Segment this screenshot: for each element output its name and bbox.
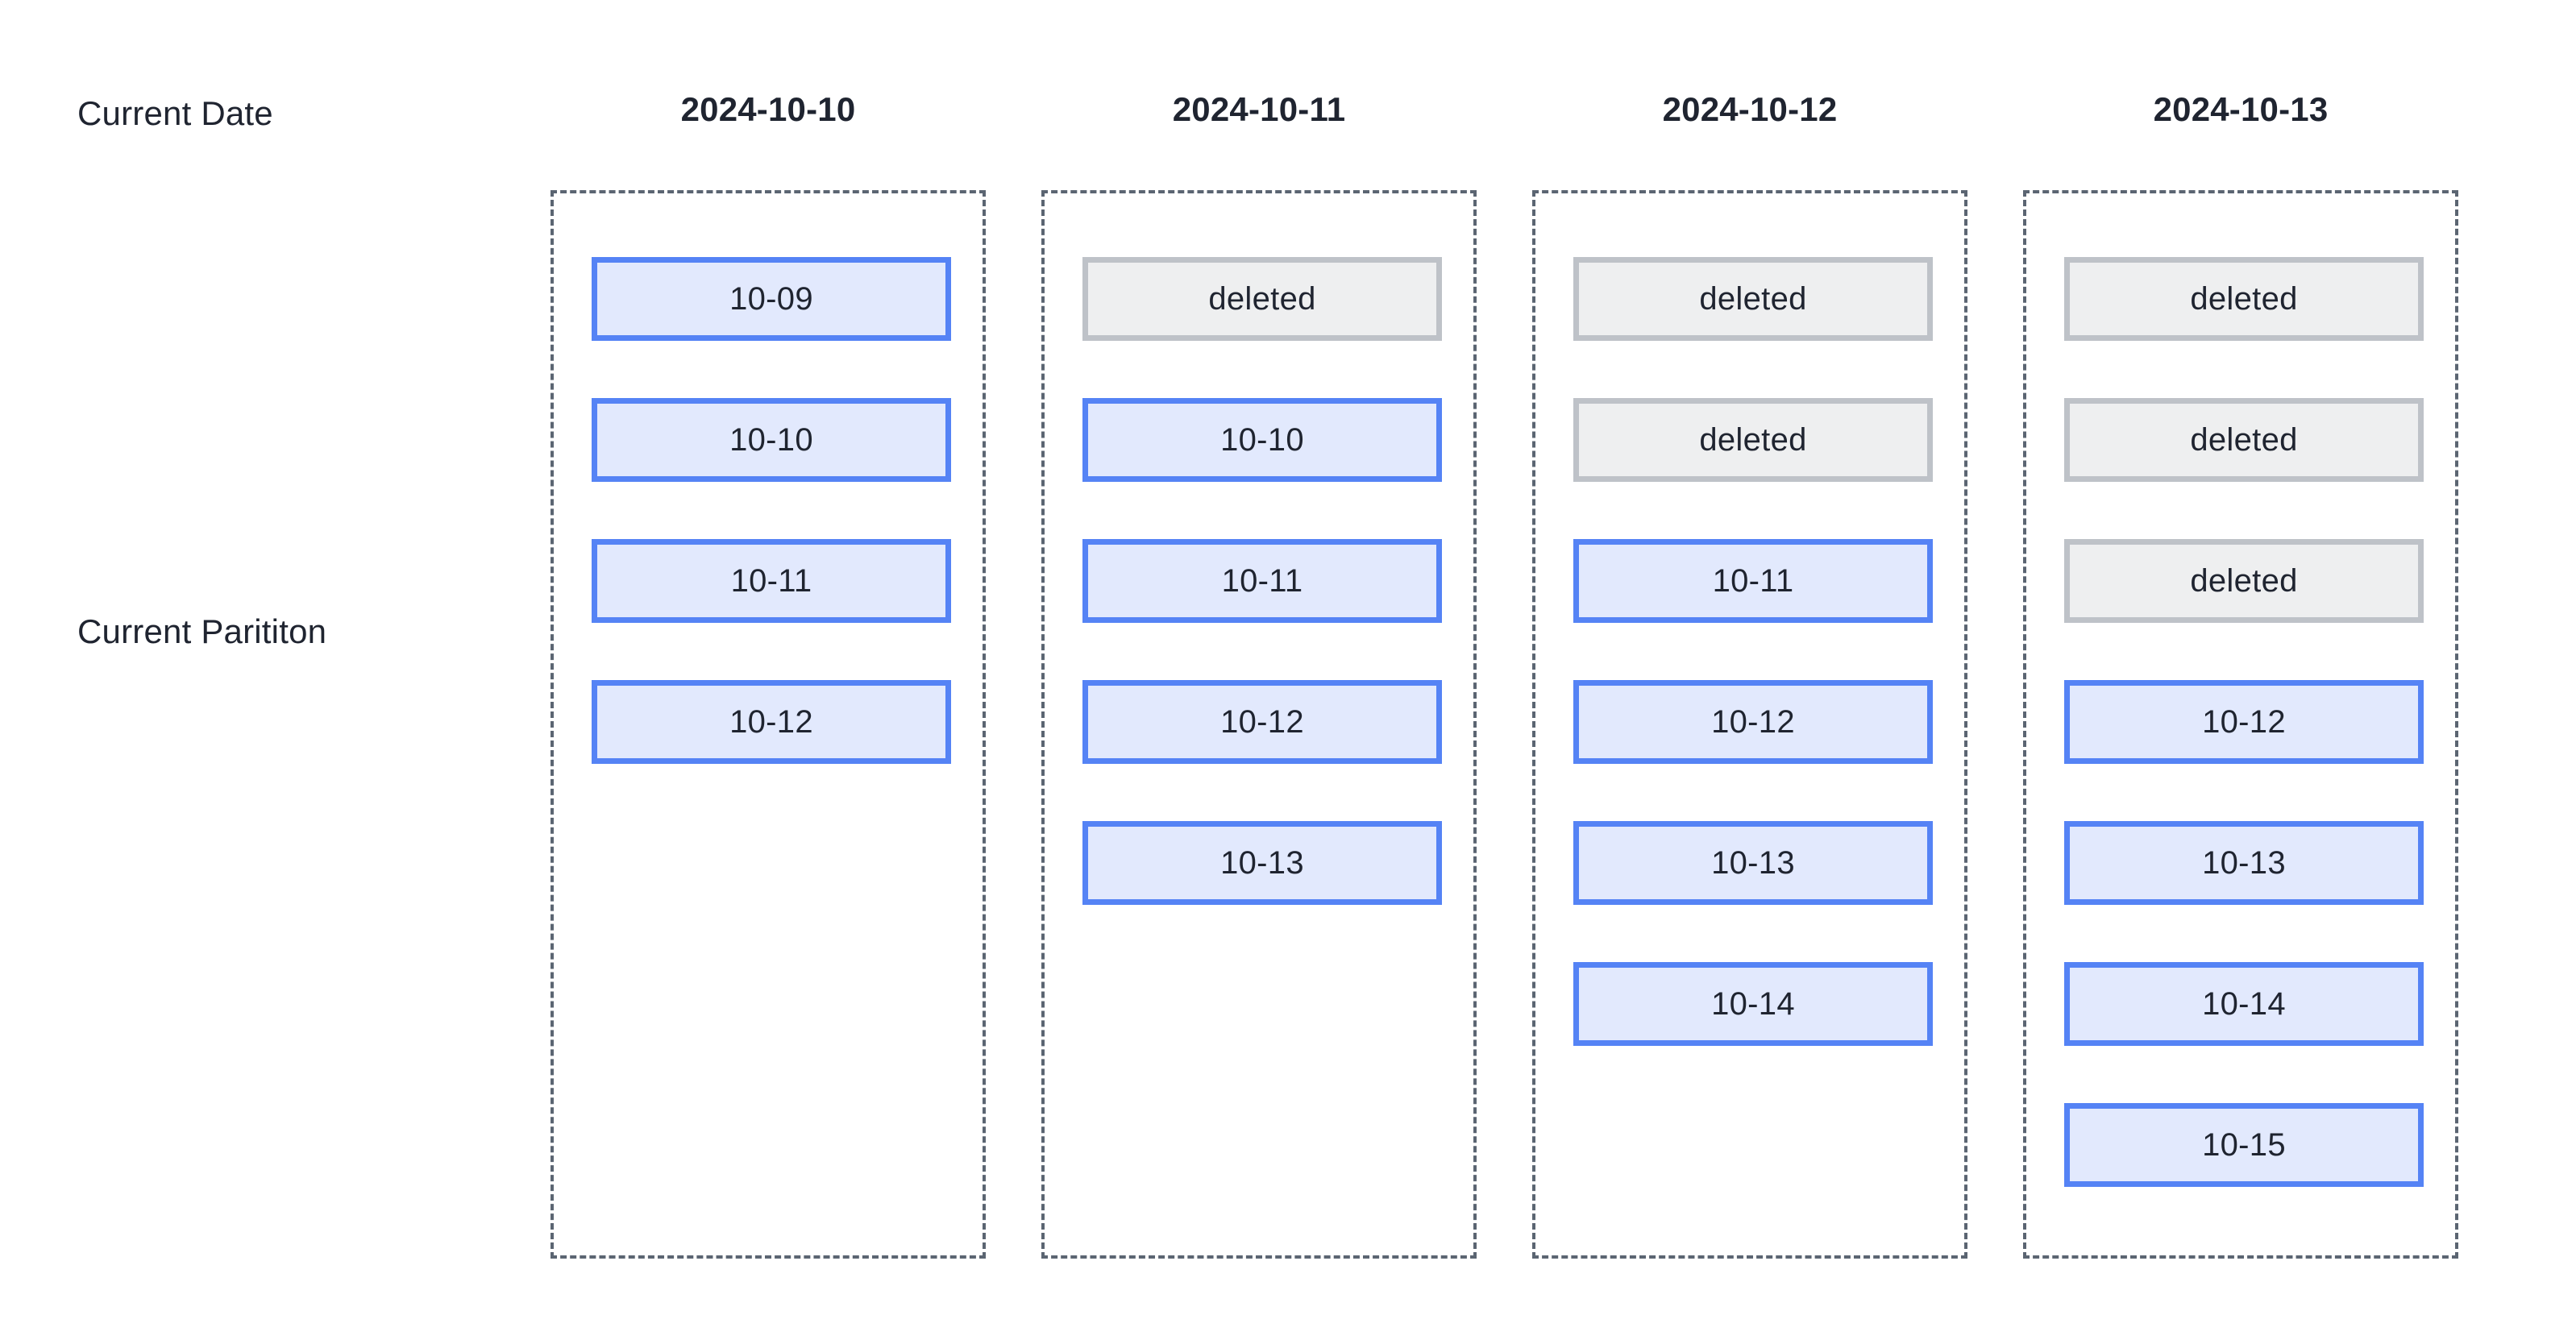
partition-box-active: 10-09 [592, 257, 951, 341]
partition-box-active: 10-11 [1082, 539, 1442, 623]
column-header-2: 2024-10-12 [1662, 90, 1838, 128]
partition-box-deleted: deleted [1573, 398, 1933, 482]
partition-box-stack: deleted deleted deleted 10-12 10-13 10-14 10-1… [2064, 257, 2424, 1244]
partition-box-active: 10-13 [2064, 821, 2424, 905]
partition-container-3: deleted deleted deleted 10-12 10-13 10-14 10-1… [2023, 190, 2458, 1259]
partition-box-active: 10-13 [1573, 821, 1933, 905]
partition-box-deleted: deleted [1573, 257, 1933, 341]
partition-box-active: 10-12 [1082, 680, 1442, 764]
partition-box-active: 10-14 [2064, 962, 2424, 1046]
column-header-0: 2024-10-10 [680, 90, 856, 128]
partition-box-active: 10-10 [1082, 398, 1442, 482]
partition-box-active: 10-15 [2064, 1103, 2424, 1187]
partition-box-stack: deleted 10-10 10-11 10-12 10-13 [1082, 257, 1442, 962]
partition-box-deleted: deleted [2064, 257, 2424, 341]
row-label-group: Current Date Current Parititon [0, 0, 532, 1344]
column-header-3: 2024-10-13 [2153, 90, 2329, 128]
partition-box-deleted: deleted [1082, 257, 1442, 341]
partition-box-active: 10-12 [1573, 680, 1933, 764]
partition-box-active: 10-12 [2064, 680, 2424, 764]
partition-box-active: 10-14 [1573, 962, 1933, 1046]
partition-box-active: 10-12 [592, 680, 951, 764]
partition-box-active: 10-11 [1573, 539, 1933, 623]
column-header-1: 2024-10-11 [1172, 90, 1346, 128]
partition-container-1: deleted 10-10 10-11 10-12 10-13 [1041, 190, 1477, 1259]
partition-box-active: 10-10 [592, 398, 951, 482]
row-label-current-partition: Current Parititon [77, 612, 327, 650]
row-label-current-date: Current Date [77, 94, 273, 132]
partition-box-deleted: deleted [2064, 539, 2424, 623]
partition-box-active: 10-11 [592, 539, 951, 623]
partition-box-deleted: deleted [2064, 398, 2424, 482]
partition-box-stack: 10-09 10-10 10-11 10-12 [592, 257, 951, 821]
partition-container-2: deleted deleted 10-11 10-12 10-13 10-14 [1532, 190, 1967, 1259]
partition-box-stack: deleted deleted 10-11 10-12 10-13 10-14 [1573, 257, 1933, 1103]
partition-container-0: 10-09 10-10 10-11 10-12 [551, 190, 986, 1259]
column-header-row: 2024-10-10 2024-10-11 2024-10-12 2024-10-13 [532, 0, 2576, 161]
partition-box-active: 10-13 [1082, 821, 1442, 905]
